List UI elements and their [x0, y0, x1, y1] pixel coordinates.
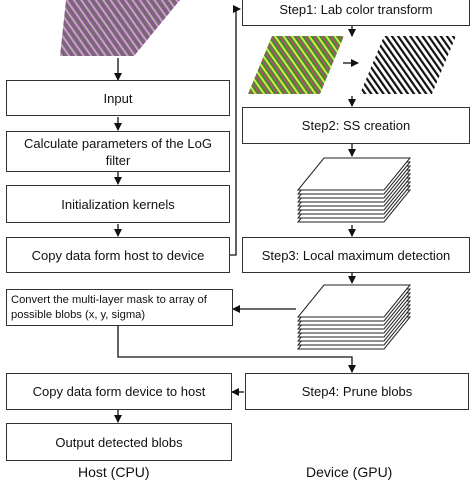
- convert-mask-box: Convert the multi-layer mask to array of…: [6, 289, 233, 326]
- scale-space-stack: [296, 156, 412, 228]
- stack-layer: [296, 157, 412, 191]
- step3-box: Step3: Local maximum detection: [242, 237, 470, 273]
- arrow-copy-to-step1: [229, 5, 241, 256]
- copy-host-to-device-box: Copy data form host to device: [6, 237, 230, 273]
- lab-color-image: [248, 36, 344, 94]
- step1-box: Step1: Lab color transform: [242, 0, 470, 26]
- host-caption: Host (CPU): [78, 464, 150, 480]
- copy-device-to-host-box: Copy data form device to host: [6, 373, 232, 410]
- arrow-convert-to-step4: [117, 326, 356, 373]
- step2-box: Step2: SS creation: [242, 107, 470, 144]
- input-image: [58, 0, 188, 56]
- device-caption: Device (GPU): [306, 464, 393, 480]
- binary-mask-image: [360, 36, 456, 94]
- step4-box: Step4: Prune blobs: [245, 373, 469, 410]
- mask-stack: [296, 283, 412, 355]
- init-kernels-box: Initialization kernels: [6, 185, 230, 223]
- stack-layer: [296, 284, 412, 318]
- calc-params-box: Calculate parameters of the LoG filter: [6, 131, 230, 172]
- output-box: Output detected blobs: [6, 423, 232, 461]
- input-box: Input: [6, 80, 230, 116]
